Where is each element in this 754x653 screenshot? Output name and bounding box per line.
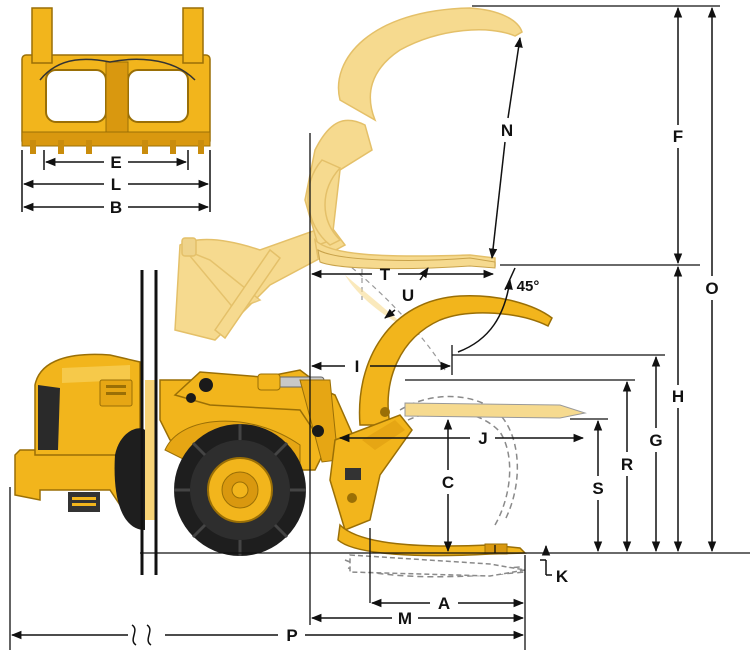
dimension-arrows (10, 6, 717, 640)
dim-label-O: O (705, 279, 718, 298)
dim-label-A: A (438, 594, 450, 613)
reference-lines (9, 5, 750, 650)
break-mark (131, 624, 152, 646)
dim-label-K: K (556, 567, 569, 586)
dim-label-H: H (672, 387, 684, 406)
dim-label-S: S (592, 479, 603, 498)
dim-label-I: I (355, 357, 360, 376)
dim-label-P: P (286, 626, 297, 645)
angle-label-45: 45° (517, 278, 540, 295)
front-view-grapple (21, 7, 211, 154)
dim-label-T: T (380, 265, 391, 284)
raised-grapple-tine (317, 249, 496, 270)
front-view-dimensions (21, 150, 211, 212)
dim-label-L: L (111, 175, 121, 194)
dim-label-R: R (621, 455, 633, 474)
grapple-lowered (329, 295, 553, 557)
wheel-loader (14, 353, 356, 556)
dim-label-B: B (110, 198, 122, 217)
dim-label-N: N (501, 121, 513, 140)
tilted-tine (404, 402, 587, 419)
dim-label-G: G (649, 431, 662, 450)
section-cut-lines (140, 270, 158, 575)
lowered-tine (349, 554, 526, 577)
dim-label-F: F (673, 127, 683, 146)
dim-label-C: C (442, 473, 454, 492)
dim-label-E: E (110, 153, 121, 172)
raised-grapple-ghost (174, 7, 523, 341)
dim-label-U: U (402, 286, 414, 305)
dim-label-J: J (478, 429, 487, 448)
dim-label-M: M (398, 609, 412, 628)
